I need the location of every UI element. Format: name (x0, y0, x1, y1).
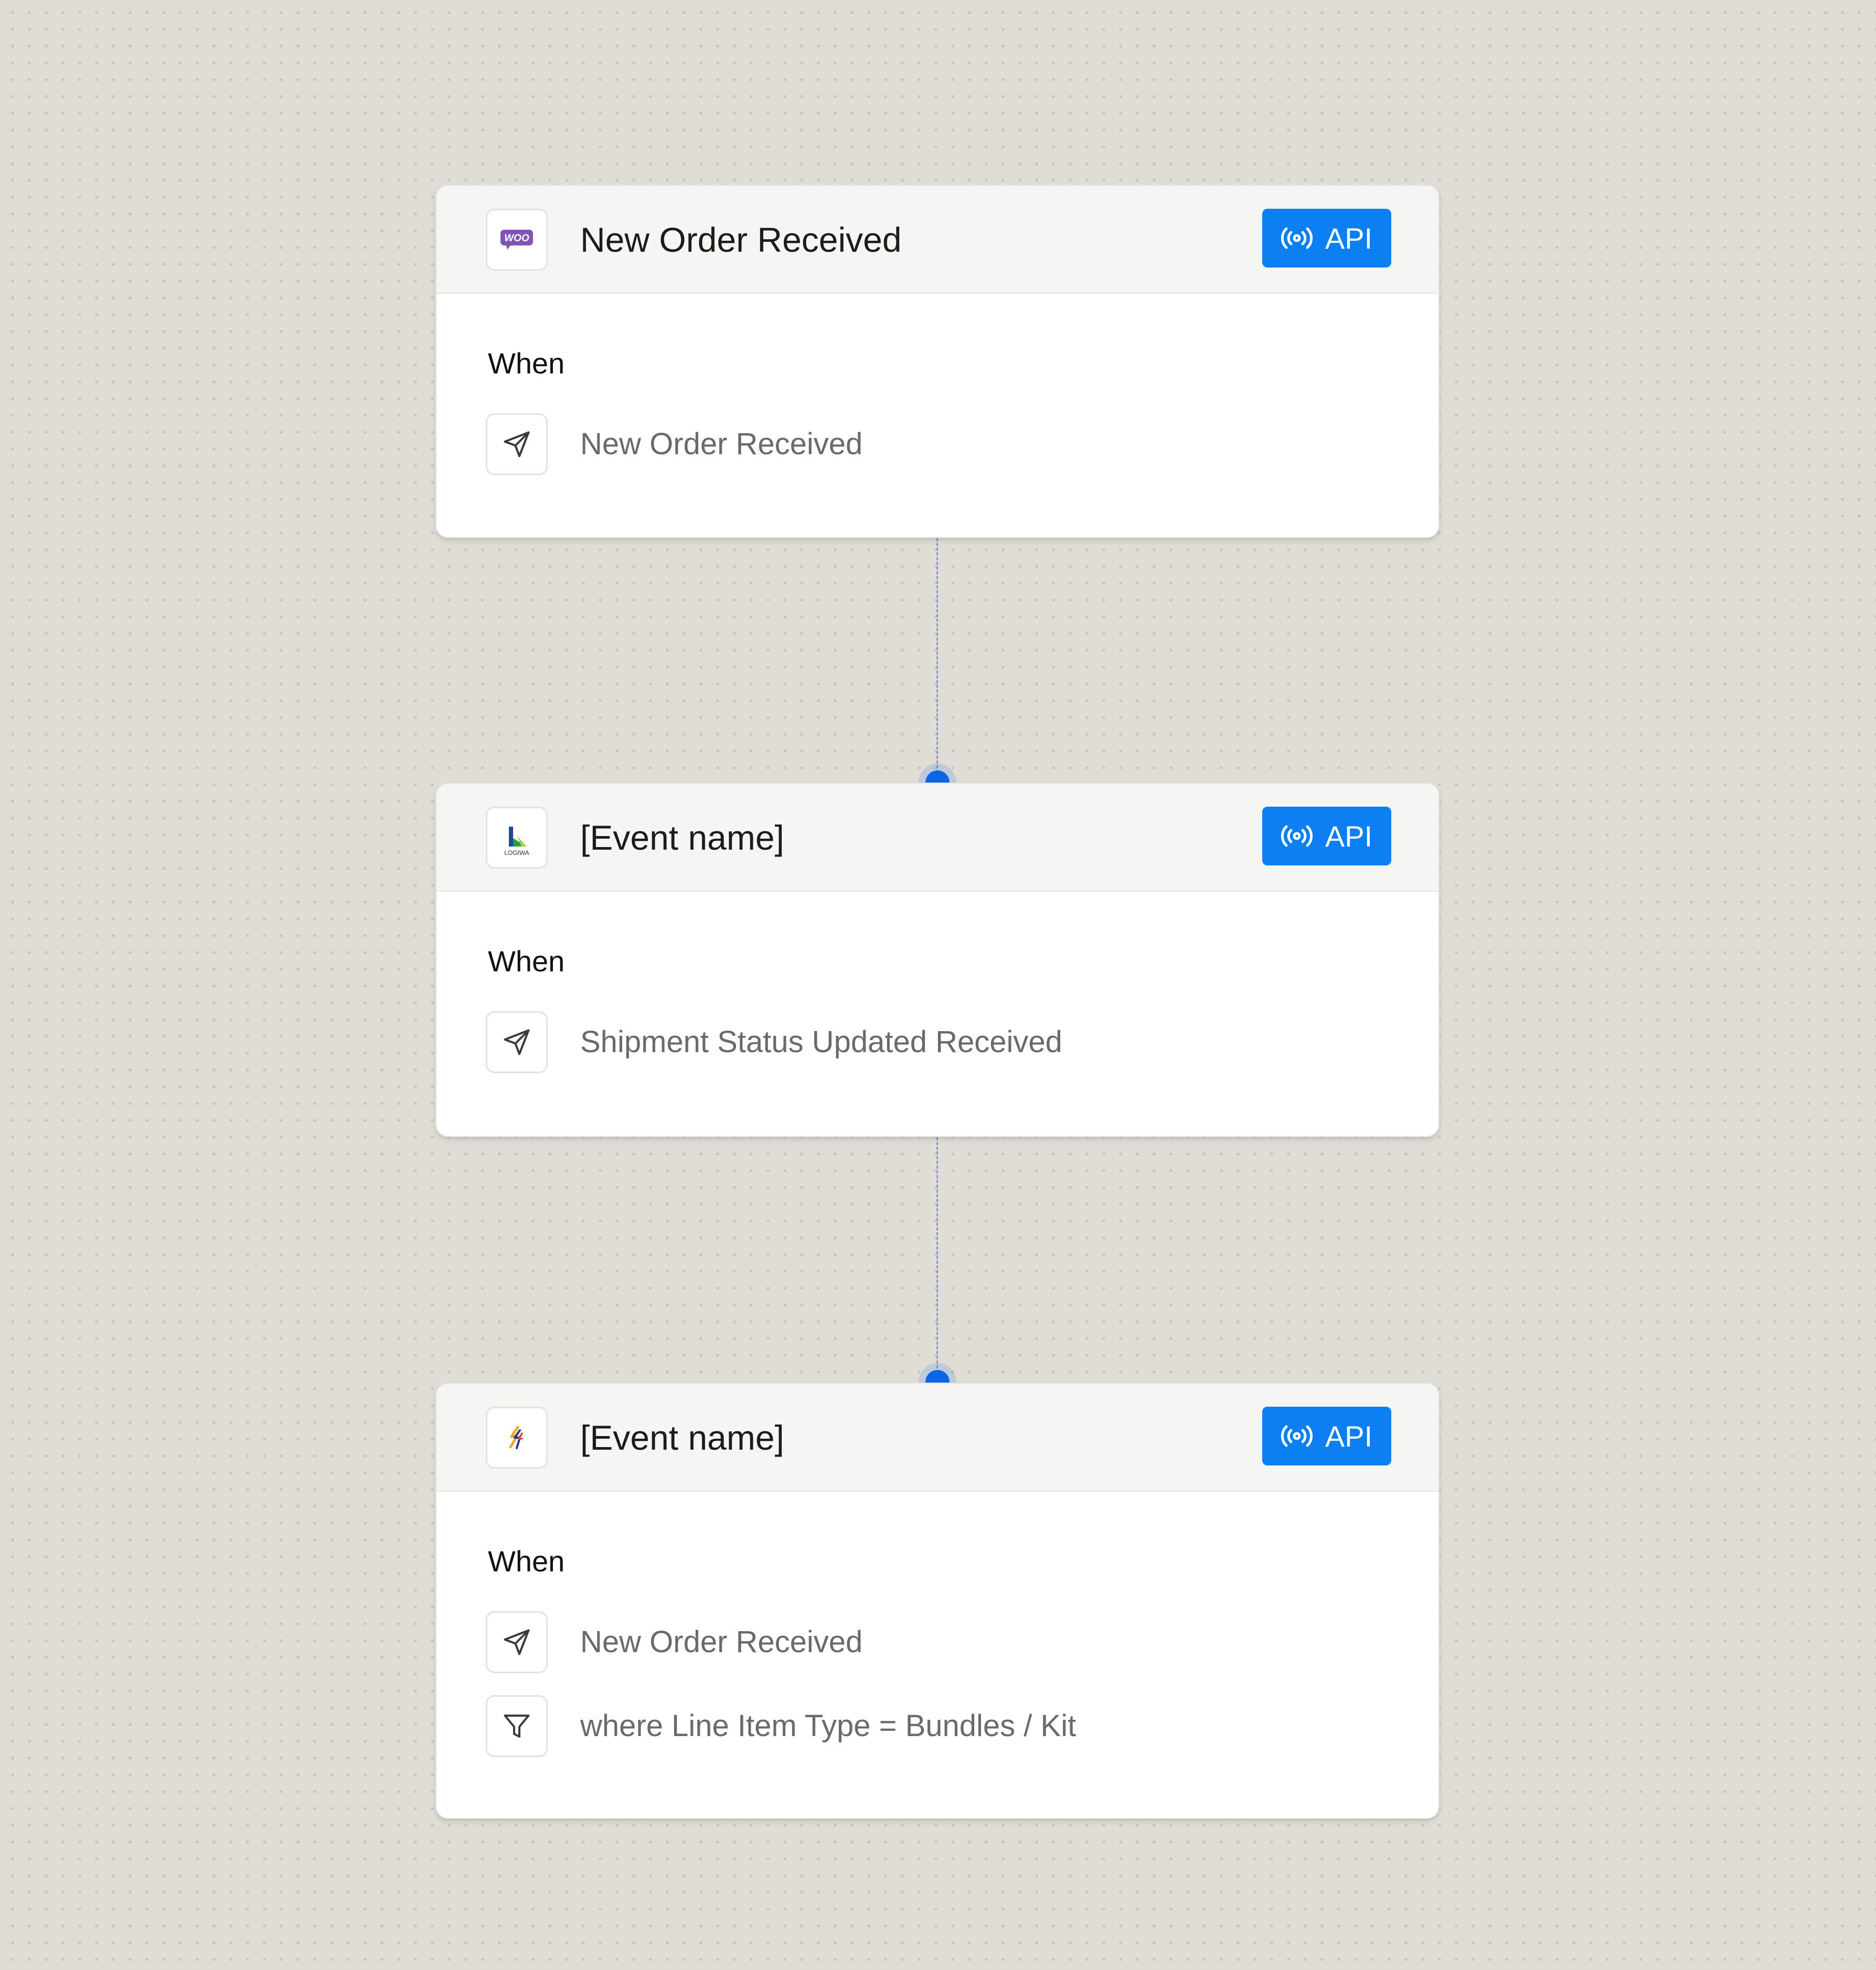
send-icon-box (486, 413, 548, 475)
woocommerce-logo-text: WOO (504, 233, 529, 244)
woocommerce-logo: WOO (486, 209, 548, 271)
logiwa-logo: LOGIWA (486, 807, 548, 869)
api-badge[interactable]: API (1262, 1407, 1391, 1465)
api-badge[interactable]: API (1262, 209, 1391, 267)
condition-text: Shipment Status Updated Received (580, 1025, 1062, 1059)
api-badge[interactable]: API (1262, 807, 1391, 865)
when-label: When (488, 1545, 565, 1578)
connector-line (936, 538, 938, 783)
step-header: [Event name] API (436, 1384, 1438, 1492)
step-card[interactable]: WOO New Order Received API When New Orde… (435, 185, 1440, 538)
logiwa-logo-text: LOGIWA (504, 849, 529, 856)
step-title: [Event name] (580, 818, 784, 857)
when-label: When (488, 945, 565, 978)
step-body: When New Order Received where Line Item … (436, 1492, 1438, 1818)
condition-text: New Order Received (580, 427, 863, 461)
step-card[interactable]: [Event name] API When New Order Received (435, 1383, 1440, 1819)
step-body: When New Order Received (436, 294, 1438, 537)
api-badge-label: API (1325, 1419, 1373, 1453)
send-icon-box (486, 1011, 548, 1073)
condition-text: where Line Item Type = Bundles / Kit (580, 1709, 1076, 1743)
connector-line (936, 1137, 938, 1383)
send-icon (504, 1029, 530, 1055)
filter-icon (504, 1715, 530, 1738)
bolt-logo (486, 1407, 548, 1469)
step-header: LOGIWA [Event name] API (436, 784, 1438, 892)
broadcast-icon (1281, 227, 1313, 249)
api-badge-label: API (1325, 819, 1373, 853)
step-body: When Shipment Status Updated Received (436, 892, 1438, 1136)
step-title: New Order Received (580, 220, 902, 259)
step-header: WOO New Order Received API (436, 186, 1438, 294)
send-icon (504, 431, 530, 457)
condition-text: New Order Received (580, 1625, 863, 1659)
when-label: When (488, 347, 565, 380)
send-icon (504, 1629, 530, 1655)
broadcast-icon (1281, 825, 1313, 847)
filter-icon-box (486, 1695, 548, 1757)
send-icon-box (486, 1611, 548, 1673)
step-title: [Event name] (580, 1418, 784, 1457)
api-badge-label: API (1325, 221, 1373, 255)
step-card[interactable]: LOGIWA [Event name] API When Shipment St… (435, 783, 1440, 1137)
broadcast-icon (1281, 1425, 1313, 1447)
